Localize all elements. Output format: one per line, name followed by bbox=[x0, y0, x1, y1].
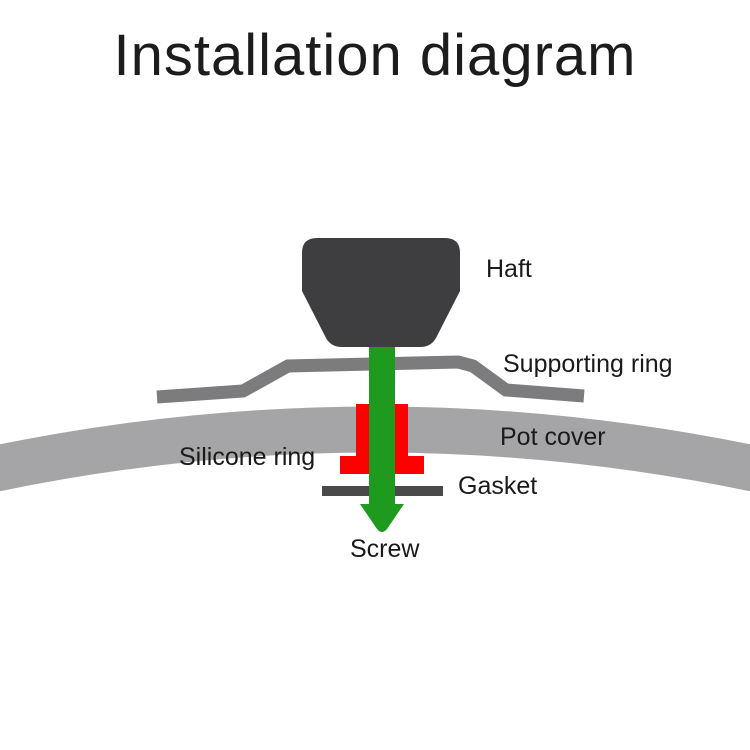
label-silicone-ring: Silicone ring bbox=[179, 443, 316, 471]
screw-shape bbox=[360, 330, 404, 532]
supporting-ring-shape bbox=[156, 355, 585, 404]
label-pot-cover: Pot cover bbox=[500, 423, 606, 451]
label-supporting-ring: Supporting ring bbox=[503, 350, 673, 378]
page-title: Installation diagram bbox=[113, 23, 637, 88]
label-gasket: Gasket bbox=[458, 472, 538, 500]
label-screw: Screw bbox=[350, 535, 420, 563]
haft-shape bbox=[302, 238, 460, 347]
label-haft: Haft bbox=[486, 255, 532, 283]
